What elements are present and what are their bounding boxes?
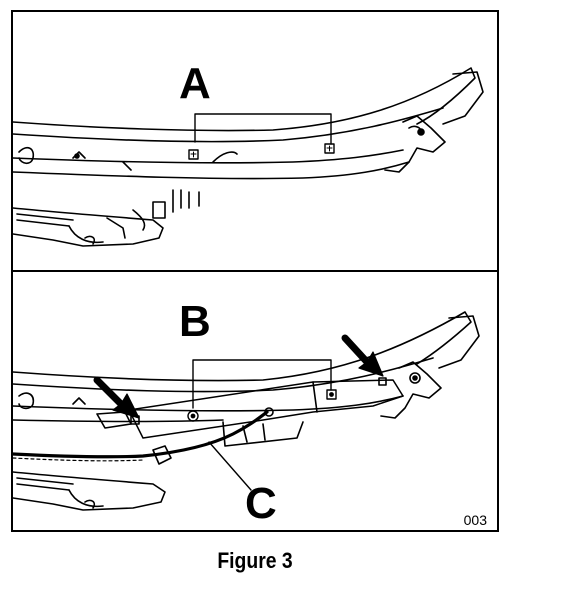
callout-b: B xyxy=(179,297,211,346)
callout-c: C xyxy=(245,479,277,528)
cowl-panel-drawing-bottom xyxy=(13,311,480,511)
callout-a: A xyxy=(179,59,211,108)
panel-bottom: B C 003 xyxy=(13,272,497,532)
figure-code: 003 xyxy=(463,512,487,528)
cowl-panel-drawing-top xyxy=(13,67,484,247)
figure-frame: A xyxy=(11,10,499,532)
panel-top: A xyxy=(13,12,497,272)
figure-caption: Figure 3 xyxy=(217,548,293,573)
